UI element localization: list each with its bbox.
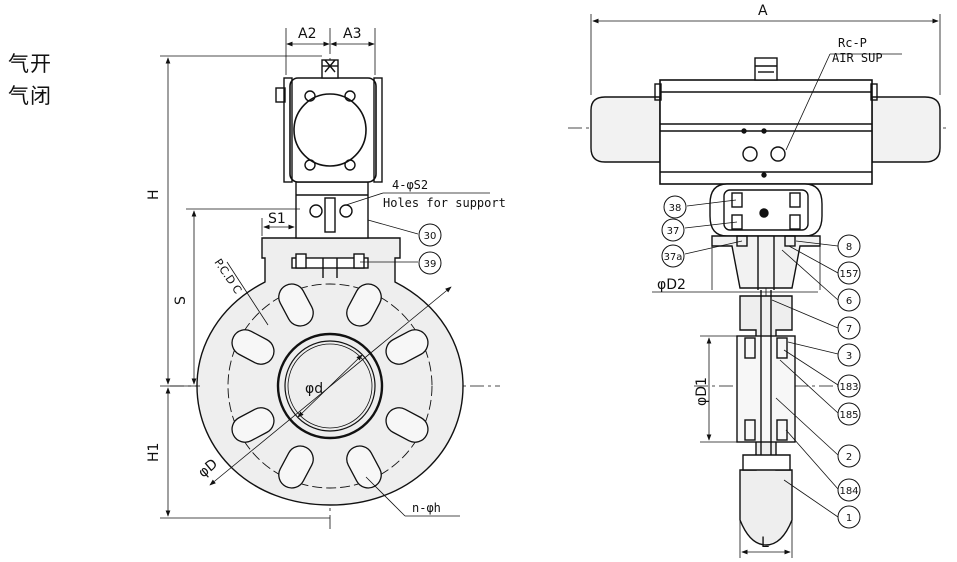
balloon-38: 38 (663, 195, 687, 219)
svg-text:38: 38 (669, 203, 682, 214)
svg-text:30: 30 (424, 231, 437, 242)
s1-label: S1 (268, 211, 286, 227)
air-close-label: 气闭 (8, 84, 52, 108)
s-label: S (173, 296, 189, 305)
svg-text:39: 39 (424, 259, 437, 270)
air-port-label: Rc-P (838, 36, 867, 50)
balloon-7: 7 (837, 316, 861, 340)
svg-text:157: 157 (839, 269, 858, 280)
svg-text:6: 6 (846, 296, 852, 307)
h1-label: H1 (146, 443, 162, 462)
balloon-2: 2 (837, 444, 861, 468)
balloon-184: 184 (837, 478, 861, 502)
balloon-183: 183 (837, 374, 861, 398)
support-holes-label: 4-φS2 (392, 178, 428, 192)
air-open-label: 气开 (8, 52, 52, 76)
balloon-157: 157 (837, 261, 861, 285)
balloon-37a: 37a (661, 244, 685, 268)
a-label: A (758, 3, 768, 19)
svg-text:1: 1 (846, 513, 852, 524)
bolt-holes-label: n-φh (412, 501, 441, 515)
side-view (568, 14, 946, 558)
balloon-8: 8 (837, 234, 861, 258)
front-view (160, 28, 500, 530)
svg-text:185: 185 (839, 410, 858, 421)
a3-label: A3 (343, 26, 361, 42)
a2-label: A2 (298, 26, 316, 42)
h-label: H (146, 189, 162, 200)
svg-text:8: 8 (846, 242, 852, 253)
svg-text:7: 7 (846, 324, 852, 335)
balloon-37: 37 (661, 218, 685, 242)
d2-label: φD2 (657, 277, 686, 293)
support-note-label: Holes for support (383, 196, 506, 210)
balloon-3: 3 (837, 343, 861, 367)
d1-label: φD1 (694, 377, 710, 406)
svg-text:37a: 37a (664, 252, 683, 263)
balloon-39: 39 (418, 251, 442, 275)
air-sup-label: AIR SUP (832, 51, 883, 65)
svg-text:183: 183 (839, 382, 858, 393)
svg-text:2: 2 (846, 452, 852, 463)
balloon-185: 185 (837, 402, 861, 426)
balloon-1: 1 (837, 505, 861, 529)
balloon-30: 30 (418, 223, 442, 247)
svg-text:3: 3 (846, 351, 852, 362)
svg-text:37: 37 (667, 226, 680, 237)
svg-text:184: 184 (839, 486, 858, 497)
outer-d-label: φD (195, 456, 221, 481)
pcd-label: P.C.D C (212, 256, 245, 296)
bore-label: φd (305, 381, 323, 397)
l-label: L (761, 535, 769, 551)
balloon-6: 6 (837, 288, 861, 312)
